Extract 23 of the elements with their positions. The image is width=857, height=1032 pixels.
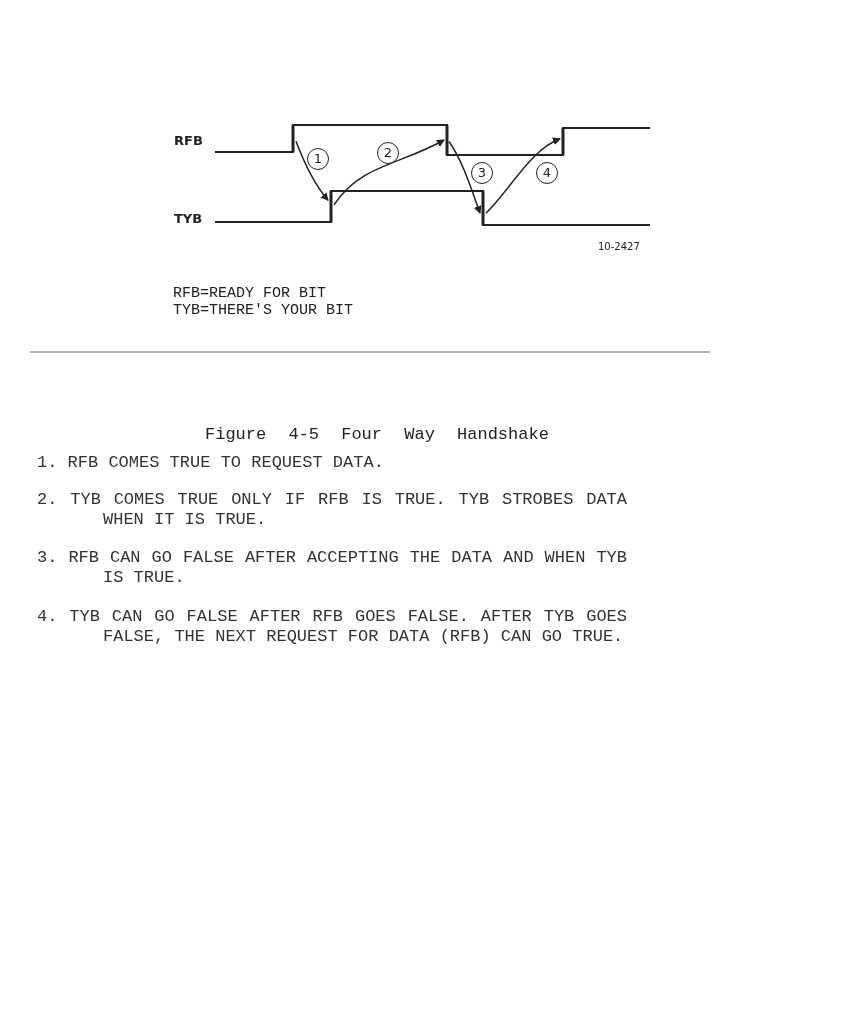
signal-transition xyxy=(291,125,295,152)
signal-transition xyxy=(561,128,565,155)
signal-transition xyxy=(481,191,485,225)
signal-name: TYB xyxy=(174,211,203,226)
step-number: 4 xyxy=(536,162,558,184)
step-number: 1 xyxy=(307,148,329,170)
signal-transition xyxy=(445,125,449,155)
numbered-step-text: 2. TYB COMES TRUE ONLY IF RFB IS TRUE. TYB STROBES DATA WHEN IT IS TRUE. xyxy=(37,490,627,530)
arrow xyxy=(295,140,329,202)
figure-caption: Figure 4-5 Four Way Handshake xyxy=(205,425,549,444)
arrow xyxy=(333,139,445,206)
step-number: 3 xyxy=(471,162,493,184)
arrow xyxy=(448,140,482,215)
numbered-step-text: 3. RFB CAN GO FALSE AFTER ACCEPTING THE DATA AND WHEN TYB IS TRUE. xyxy=(37,548,627,588)
numbered-step-text: 4. TYB CAN GO FALSE AFTER RFB GOES FALSE. AFTER TYB GOES FALSE, THE NEXT REQUEST FOR DATA (RFB) CAN GO TRUE. xyxy=(37,607,627,647)
figure-number: 10-2427 xyxy=(598,241,640,252)
signal-name: RFB xyxy=(174,133,203,148)
abbreviation-note: RFB=READY FOR BIT xyxy=(173,285,327,302)
arrow xyxy=(485,138,561,214)
abbreviation-note: TYB=THERE'S YOUR BIT xyxy=(173,302,354,319)
numbered-step-text: 1. RFB COMES TRUE TO REQUEST DATA. xyxy=(37,453,385,473)
step-number: 2 xyxy=(377,142,399,164)
signal-transition xyxy=(329,191,333,222)
